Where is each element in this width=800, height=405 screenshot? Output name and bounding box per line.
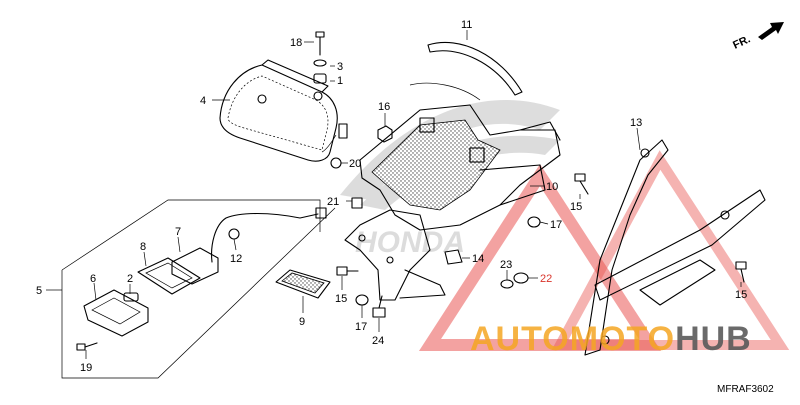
part-13-side-bracket [584, 139, 766, 356]
callout-13: 13 [630, 117, 642, 129]
part-21-nut [351, 197, 363, 209]
part-15-screw-upper [574, 173, 589, 195]
part-7-socket [171, 247, 219, 285]
callout-9: 9 [299, 316, 305, 328]
callout-4: 4 [200, 95, 206, 107]
part-14-cushion [444, 249, 463, 265]
callout-18: 18 [290, 37, 302, 49]
part-9-reflector [275, 269, 331, 299]
callout-24: 24 [372, 335, 384, 347]
callout-10: 10 [546, 181, 558, 193]
part-8-gasket [137, 257, 201, 295]
callout-15-lower: 15 [335, 293, 347, 305]
part-22-nut [513, 272, 529, 284]
callout-7: 7 [175, 226, 181, 238]
honda-wing-watermark: HONDA [340, 99, 560, 259]
callout-6: 6 [90, 273, 96, 285]
part-24-bolt [372, 295, 386, 318]
license-plate-stay [344, 209, 446, 301]
callout-8: 8 [140, 241, 146, 253]
part-11-trim-strip [427, 41, 523, 96]
callout-22: 22 [540, 273, 552, 285]
honda-letters: HONDA [355, 226, 465, 259]
diagram-code: MFRAF3602 [717, 384, 774, 395]
front-direction-arrow: FR. [731, 22, 784, 52]
part-10-rear-fender [359, 82, 561, 231]
watermark-text-automoto: AUTOMOTO [470, 320, 675, 358]
part-15-screw-right [735, 261, 747, 283]
part-17-grommet-right [527, 216, 541, 228]
license-light-assembly-box [46, 199, 336, 379]
part-4-tail-light [219, 59, 348, 162]
leader-lines [85, 30, 742, 359]
watermark-text-hub: HUB [675, 320, 752, 358]
callout-3: 3 [337, 61, 343, 73]
part-20-grommet [330, 157, 342, 169]
watermark-logo [418, 150, 790, 351]
callout-12: 12 [230, 253, 242, 265]
svg-text:AUTOMOTOHUB: AUTOMOTOHUB [470, 320, 752, 358]
callout-15-right: 15 [735, 289, 747, 301]
part-23-washer [500, 279, 514, 289]
part-15-screw-lower [336, 266, 359, 276]
callout-2: 2 [127, 273, 133, 285]
part-12-grommet [228, 228, 240, 240]
license-light-wire [211, 207, 327, 263]
callout-17-lower: 17 [355, 321, 367, 333]
watermark-wordmark: AUTOMOTOHUB [470, 320, 752, 358]
callout-16: 16 [378, 101, 390, 113]
callouts: 1 3 18 4 11 16 20 10 21 13 15 17 5 7 8 6… [36, 19, 747, 374]
callout-23: 23 [500, 259, 512, 271]
callout-21: 21 [327, 196, 339, 208]
callout-15-upper: 15 [570, 201, 582, 213]
callout-20: 20 [349, 158, 361, 170]
callout-5: 5 [36, 285, 42, 297]
callout-11: 11 [461, 19, 472, 31]
callout-19: 19 [80, 362, 92, 374]
part-16-clip-nut [377, 125, 393, 143]
part-6-lens-housing [83, 289, 149, 337]
callout-17-right: 17 [550, 219, 562, 231]
part-17-grommet-lower [355, 294, 369, 306]
parts-18-3-1-fasteners [313, 31, 327, 84]
part-2-bulb [123, 292, 139, 302]
direction-label: FR. [731, 33, 752, 51]
callout-1: 1 [337, 75, 343, 87]
part-19-screw [76, 342, 98, 351]
callout-14: 14 [472, 253, 484, 265]
